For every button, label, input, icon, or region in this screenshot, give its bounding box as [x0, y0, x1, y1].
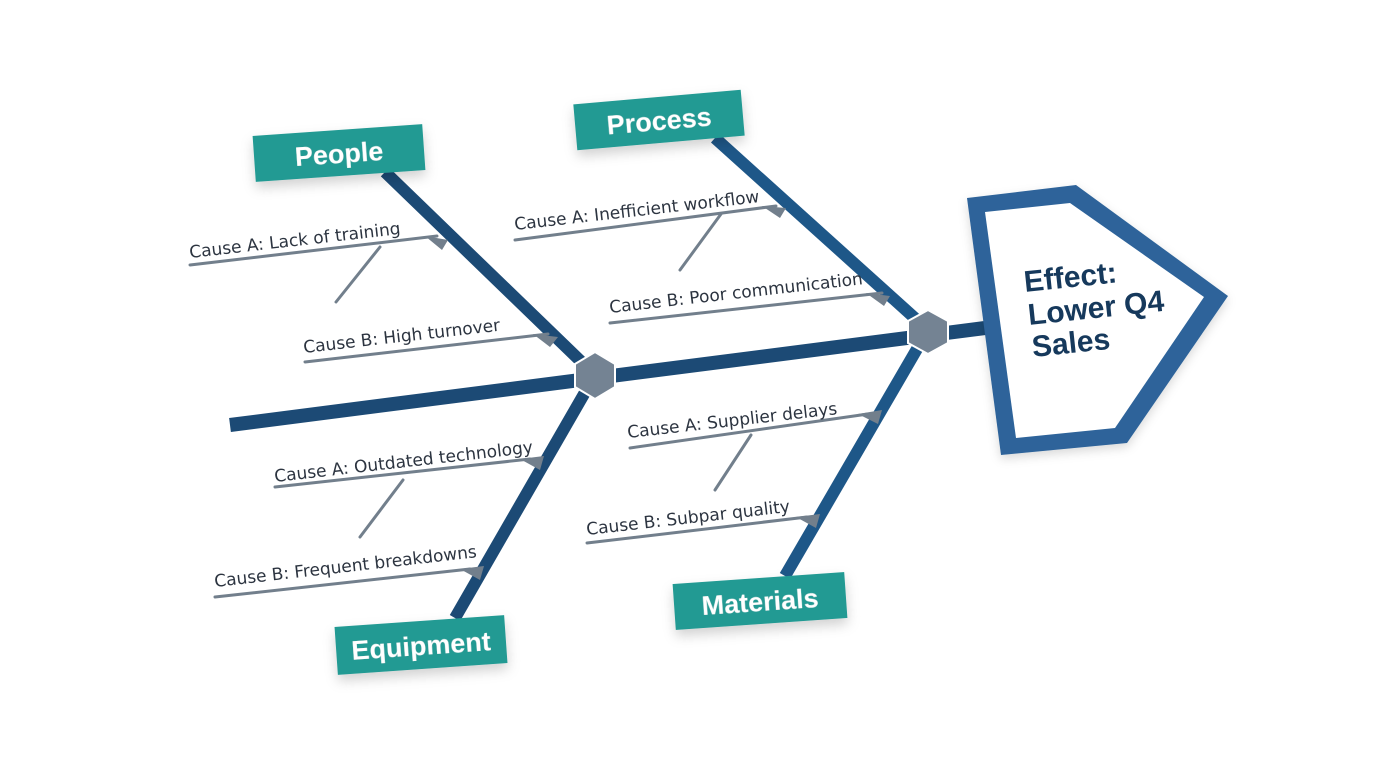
materials-cause-a-joint — [858, 410, 882, 424]
process-cause-a-joint — [762, 206, 786, 218]
materials-cause-a-line — [628, 412, 870, 450]
people-cause-b-joint — [533, 334, 558, 347]
equipment-bone — [449, 372, 601, 621]
process-cause-b-joint — [866, 293, 890, 306]
equipment-category-box: Equipment — [334, 615, 508, 675]
equipment-cause-b-line — [213, 567, 472, 599]
process-cause-a-label: Cause A: Inefficient workflow — [513, 187, 760, 235]
people-cause-a-joint — [425, 236, 448, 250]
right-junction — [907, 308, 949, 356]
people-connector-line — [334, 245, 382, 304]
people-cause-b-line — [303, 332, 550, 364]
process-cause-a-line — [513, 204, 778, 242]
equipment-cause-a-line — [273, 457, 532, 489]
equipment-connector-line — [358, 478, 405, 539]
materials-connector-line — [713, 433, 753, 492]
people-category-box: People — [252, 124, 426, 182]
people-cause-a-label: Cause A: Lack of training — [188, 219, 401, 263]
effect-label-line3: Sales — [1030, 323, 1111, 364]
materials-cause-a-label: Cause A: Supplier delays — [626, 399, 838, 443]
equipment-cause-a-joint — [520, 456, 544, 470]
materials-cause-b-joint — [796, 514, 820, 528]
process-category-box: Process — [573, 89, 745, 151]
process-bone — [710, 133, 933, 335]
process-cause-b-line — [608, 291, 884, 325]
equipment-cause-b-label: Cause B: Frequent breakdowns — [213, 542, 478, 592]
people-category-label: People — [294, 136, 384, 172]
materials-category-box: Materials — [672, 572, 848, 630]
people-cause-a-line — [188, 234, 439, 267]
equipment-cause-b-joint — [460, 566, 484, 580]
process-cause-b-label: Cause B: Poor communication — [608, 269, 864, 318]
materials-bone — [779, 326, 934, 580]
effect-box — [967, 185, 1228, 455]
people-bone — [380, 167, 600, 380]
left-junction — [574, 350, 616, 401]
process-connector-line — [678, 212, 723, 272]
materials-cause-b-label: Cause B: Subpar quality — [585, 497, 791, 540]
materials-cause-b-line — [585, 515, 809, 545]
